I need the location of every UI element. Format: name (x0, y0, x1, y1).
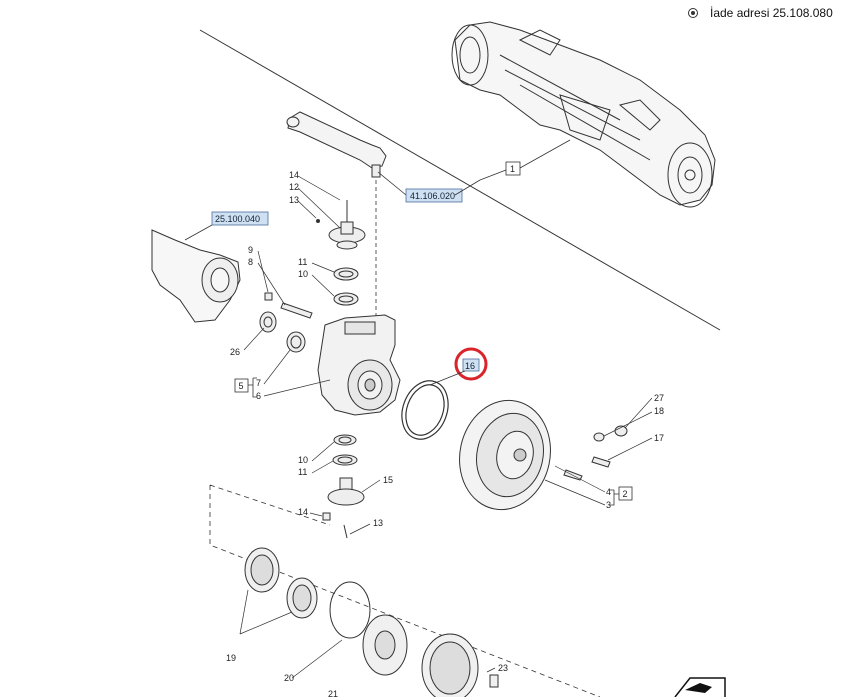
callout-27: 27 (654, 393, 664, 403)
kingpin-cap-upper (328, 200, 366, 250)
callout-6: 6 (256, 391, 261, 401)
axle-housing-drawing (151, 229, 241, 323)
retaining-ring-16 (401, 380, 449, 440)
callout-15: 15 (383, 475, 393, 485)
callout-13-lower: 13 (373, 518, 383, 528)
svg-text:2: 2 (623, 489, 628, 499)
corner-logo-icon (674, 677, 726, 697)
reference-41106020: 41.106.020 (410, 191, 455, 201)
bearing-lower (332, 434, 358, 466)
callout-leaders (239, 175, 653, 679)
callout-13-upper: 13 (289, 195, 299, 205)
callout-12: 12 (289, 182, 299, 192)
tie-rod-drawing (286, 111, 387, 178)
callout-14-upper: 14 (289, 170, 299, 180)
callout-11-upper: 11 (298, 257, 307, 267)
steering-knuckle-drawing (317, 314, 401, 416)
callout-18: 18 (654, 406, 664, 416)
callout-26: 26 (230, 347, 240, 357)
callout-21: 21 (328, 689, 338, 697)
callout-23: 23 (498, 663, 508, 673)
kingpin-cap-lower (322, 477, 365, 539)
lower-parts-drawing (244, 547, 499, 697)
dashed-zone (209, 484, 601, 697)
axle-assembly-drawing (451, 21, 716, 208)
seals-left (259, 311, 306, 353)
bolt-pin (264, 292, 313, 319)
boxed-label-1: 1 (505, 161, 521, 176)
bearing-upper (333, 267, 359, 306)
reference-box-41106020[interactable]: 41.106.020 (405, 188, 463, 203)
callout-7: 7 (256, 378, 261, 388)
return-circle-icon (688, 8, 698, 18)
callout-4: 4 (606, 487, 611, 497)
return-address-text: İade adresi 25.108.080 (710, 6, 833, 20)
callout-10-lower: 10 (298, 455, 308, 465)
boxed-label-5: 5 (234, 378, 249, 393)
svg-text:1: 1 (510, 164, 515, 174)
callout-10-upper: 10 (298, 269, 308, 279)
callout-8: 8 (248, 257, 253, 267)
callout-20: 20 (284, 673, 294, 683)
return-address-header: İade adresi 25.108.080 (688, 6, 833, 20)
reference-box-16[interactable]: 16 (462, 358, 480, 372)
reference-box-25100040[interactable]: 25.100.040 (211, 211, 269, 226)
highlight-circle (454, 347, 488, 381)
callout-9: 9 (248, 245, 253, 255)
small-parts-right (563, 425, 628, 481)
wheel-hub-drawing (459, 399, 551, 511)
svg-text:5: 5 (239, 381, 244, 391)
section-line (199, 29, 721, 331)
boxed-label-2: 2 (618, 486, 633, 501)
callout-11-lower: 11 (298, 467, 307, 477)
callout-17: 17 (654, 433, 664, 443)
callout-14-lower: 14 (298, 507, 308, 517)
callout-3: 3 (606, 500, 611, 510)
callout-19: 19 (226, 653, 236, 663)
callout-numbers: 14 12 13 9 8 11 10 26 7 6 10 11 15 14 13… (226, 170, 664, 697)
reference-16: 16 (465, 361, 475, 371)
reference-25100040: 25.100.040 (215, 214, 260, 224)
